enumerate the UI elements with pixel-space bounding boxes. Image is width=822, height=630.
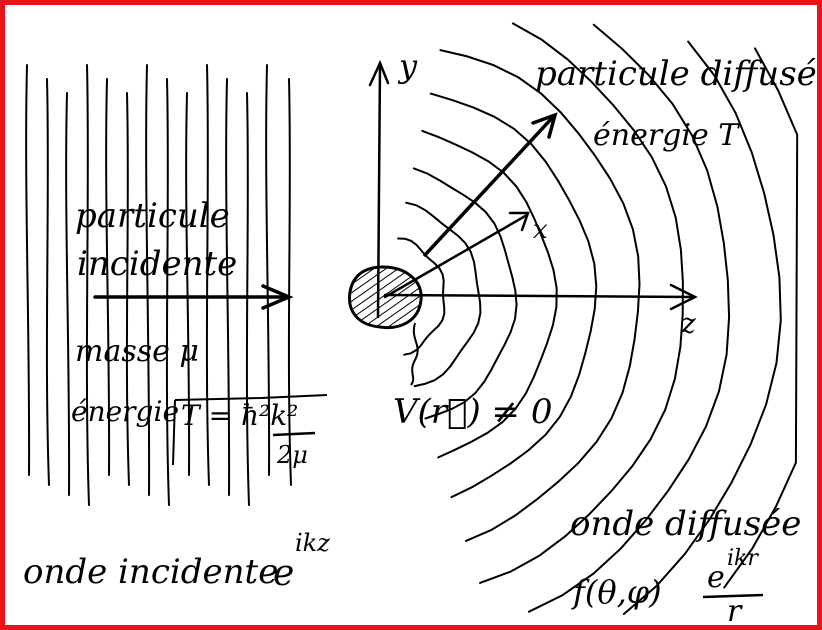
plane-wavefront	[125, 92, 130, 486]
mass-label: masse μ	[75, 334, 199, 369]
scattered-particle-label: particule diffusée	[535, 54, 817, 94]
x-axis-label: x	[533, 215, 548, 245]
spherical-wavefront	[439, 49, 641, 542]
plane-wavefront	[245, 92, 250, 506]
spherical-wavefront	[723, 47, 799, 589]
y-axis-label: y	[397, 47, 418, 85]
spherical-wavefront	[412, 167, 518, 420]
incident-particle-label-1: particule	[75, 196, 230, 236]
scattered-wave-base: e	[707, 560, 725, 595]
scattered-wavefronts	[397, 22, 799, 615]
plane-wavefront	[185, 92, 191, 476]
plane-wavefront	[45, 78, 50, 486]
plane-wavefront	[165, 78, 170, 506]
energy-denominator: 2μ	[276, 441, 308, 469]
spherical-wavefront	[622, 40, 782, 615]
plane-wavefront	[145, 64, 151, 496]
spherical-wavefront	[421, 129, 558, 459]
plane-wavefront	[265, 64, 271, 476]
spherical-wavefront	[479, 22, 684, 584]
plane-wavefront	[287, 78, 292, 486]
plane-wavefront	[225, 78, 231, 496]
incident-wave-label: onde incidente	[23, 552, 278, 592]
scattering-diagram: y x z particule diffusée énergie T parti…	[23, 22, 817, 625]
energy-label: énergie	[71, 395, 179, 428]
incident-wavefronts	[25, 64, 292, 506]
y-axis-arrowhead	[368, 59, 390, 87]
spherical-wavefront	[397, 237, 446, 356]
z-axis	[383, 293, 697, 299]
z-axis-arrowhead	[669, 283, 698, 311]
spherical-wavefront	[405, 201, 482, 388]
z-axis-label: z	[680, 307, 696, 340]
plane-wavefront	[65, 92, 71, 496]
incident-wave-base: e	[273, 553, 294, 594]
incident-wave-exponent: ikz	[295, 529, 330, 557]
energy-formula-bracket	[172, 394, 328, 466]
scattering-potential-blob	[347, 265, 423, 386]
spherical-wavefront	[429, 92, 598, 499]
scattered-wave-label: onde diffusée	[570, 504, 801, 544]
incident-particle-label-2: incidente	[77, 244, 237, 284]
plane-wavefront	[85, 64, 90, 506]
axes	[368, 59, 698, 319]
scattered-wave-amplitude: f(θ,φ)	[571, 573, 662, 611]
scattered-energy-label: énergie T	[593, 118, 740, 153]
scattered-wave-denominator: r	[727, 594, 743, 625]
x-axis-arrowhead	[508, 211, 530, 232]
incident-particle-arrow	[93, 284, 294, 310]
plane-wavefront	[25, 64, 31, 476]
scattered-wave-exponent: ikr	[727, 546, 759, 571]
plane-wavefront	[105, 78, 111, 476]
energy-formula: T = ħ²k²	[181, 399, 298, 432]
scattered-particle-arrow	[423, 112, 558, 257]
spherical-wavefront	[528, 23, 731, 613]
potential-label: V(r⃗) ≠ 0	[393, 392, 552, 432]
scattered-wave-fraction-bar	[702, 593, 764, 599]
plane-wavefront	[205, 64, 210, 486]
